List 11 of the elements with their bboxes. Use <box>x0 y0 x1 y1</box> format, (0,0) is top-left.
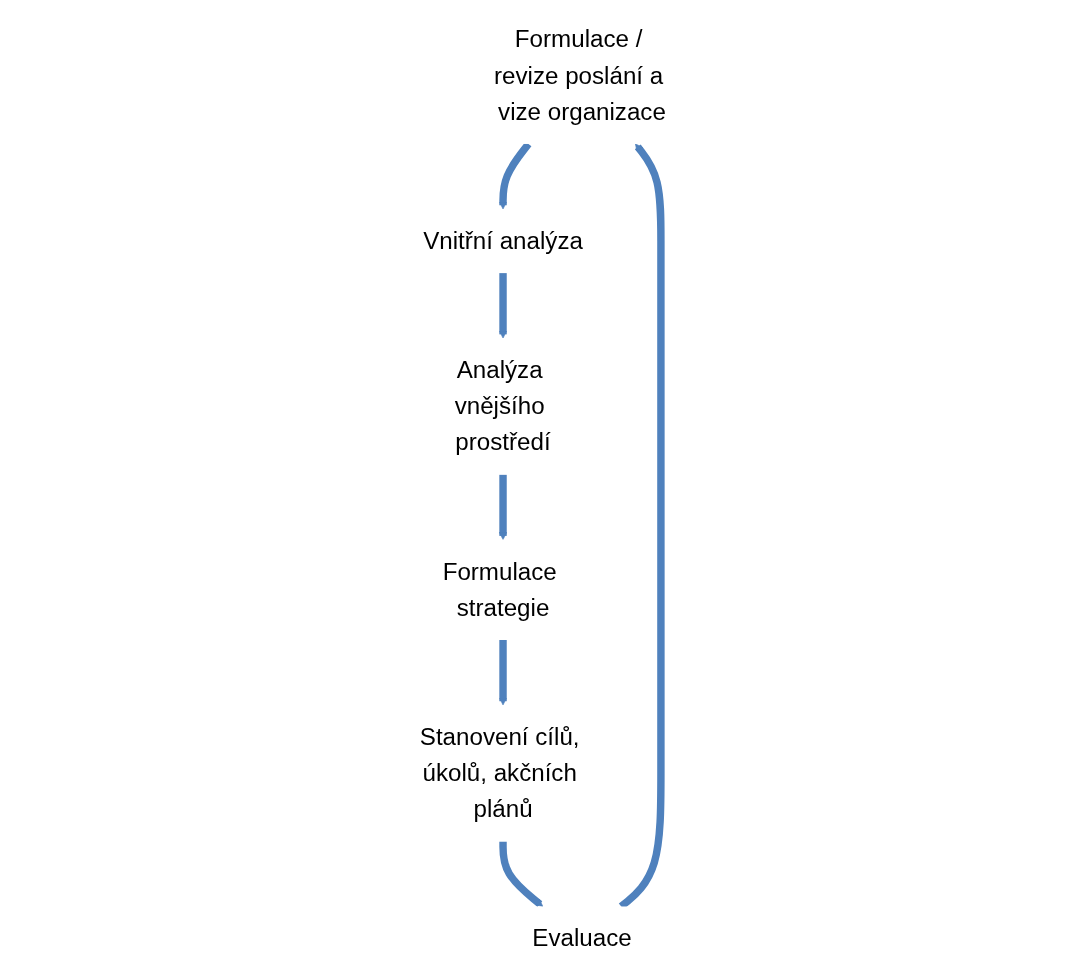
node-text: Formulace / revize poslání a vize organizace <box>494 25 666 126</box>
arrow <box>498 474 508 540</box>
arrow <box>498 273 508 339</box>
arrow <box>498 141 532 210</box>
node-text: Evaluace <box>532 924 632 952</box>
node-text: Vnitřní analýza <box>423 226 583 255</box>
node-text: Formulace strategie <box>442 557 557 622</box>
node-text: Stanovení cílů, úkolů, akčních plánů <box>419 722 580 823</box>
arrow <box>499 841 544 907</box>
arrow <box>498 639 508 706</box>
node-text: Analýza vnějšího prostředí <box>454 355 551 457</box>
